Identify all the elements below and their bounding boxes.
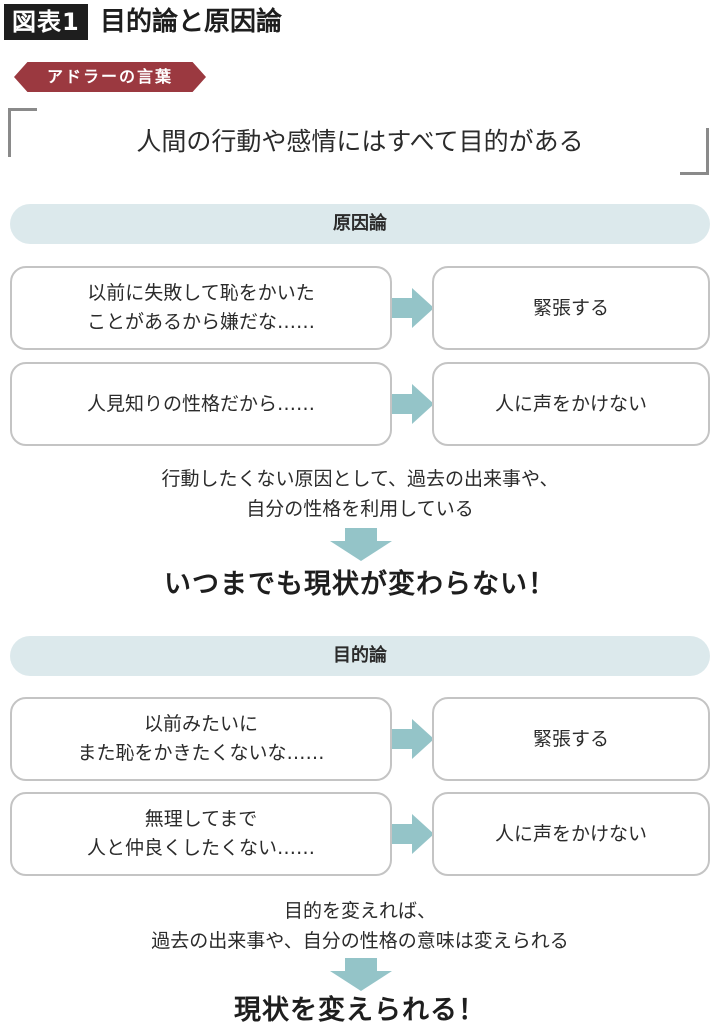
cause-description-line-2: 自分の性格を利用している (246, 498, 474, 520)
cause-result-1: 緊張する (532, 296, 609, 319)
adler-quote: 人間の行動や感情にはすべて目的がある (136, 127, 584, 156)
right-arrow-icon (392, 814, 434, 854)
cause-description: 行動したくない原因として、過去の出来事や、 自分の性格を利用している (0, 464, 720, 524)
purpose-result-box-1: 緊張する (432, 697, 710, 781)
purpose-description-line-1: 目的を変えれば、 (283, 900, 436, 922)
cause-reason-2-line-1: 人見知りの性格だから…… (86, 392, 315, 415)
purpose-conclusion: 現状を変えられる！ (234, 995, 486, 1026)
cause-conclusion: いつまでも現状が変わらない！ (164, 569, 556, 600)
cause-section-header: 原因論 (10, 204, 710, 244)
purpose-reason-box-2: 無理してまで 人と仲良くしたくない…… (10, 792, 392, 876)
cause-reason-1-line-2: ことがあるから嫌だな…… (86, 311, 315, 333)
purpose-result-2: 人に声をかけない (494, 822, 647, 845)
purpose-result-1: 緊張する (532, 727, 609, 750)
cause-result-2: 人に声をかけない (494, 392, 647, 415)
purpose-reason-box-1: 以前みたいに また恥をかきたくないな…… (10, 697, 392, 781)
cause-description-line-1: 行動したくない原因として、過去の出来事や、 (161, 468, 559, 490)
purpose-reason-1-line-1: 以前みたいに (143, 713, 258, 735)
cause-result-box-2: 人に声をかけない (432, 362, 710, 446)
cause-reason-1-line-1: 以前に失敗して恥をかいた (87, 282, 315, 304)
cause-result-box-1: 緊張する (432, 266, 710, 350)
purpose-description-line-2: 過去の出来事や、自分の性格の意味は変えられる (151, 930, 569, 952)
cause-reason-box-2: 人見知りの性格だから…… (10, 362, 392, 446)
close-bracket-icon (680, 128, 709, 175)
right-arrow-icon (392, 719, 434, 759)
purpose-section-header: 目的論 (10, 636, 710, 676)
purpose-reason-2-line-1: 無理してまで (144, 808, 258, 830)
down-arrow-icon (330, 958, 392, 992)
open-bracket-icon (8, 108, 37, 157)
purpose-reason-1-line-2: また恥をかきたくないな…… (77, 742, 325, 764)
right-arrow-icon (392, 384, 434, 424)
purpose-reason-2-line-2: 人と仲良くしたくない…… (86, 837, 315, 859)
figure-title: 目的論と原因論 (100, 7, 283, 37)
purpose-description: 目的を変えれば、 過去の出来事や、自分の性格の意味は変えられる (0, 896, 720, 956)
down-arrow-icon (330, 528, 392, 562)
adler-quote-ribbon: アドラーの言葉 (14, 62, 206, 92)
figure-label: 図表1 (4, 4, 88, 40)
right-arrow-icon (392, 288, 434, 328)
cause-reason-box-1: 以前に失敗して恥をかいた ことがあるから嫌だな…… (10, 266, 392, 350)
purpose-result-box-2: 人に声をかけない (432, 792, 710, 876)
